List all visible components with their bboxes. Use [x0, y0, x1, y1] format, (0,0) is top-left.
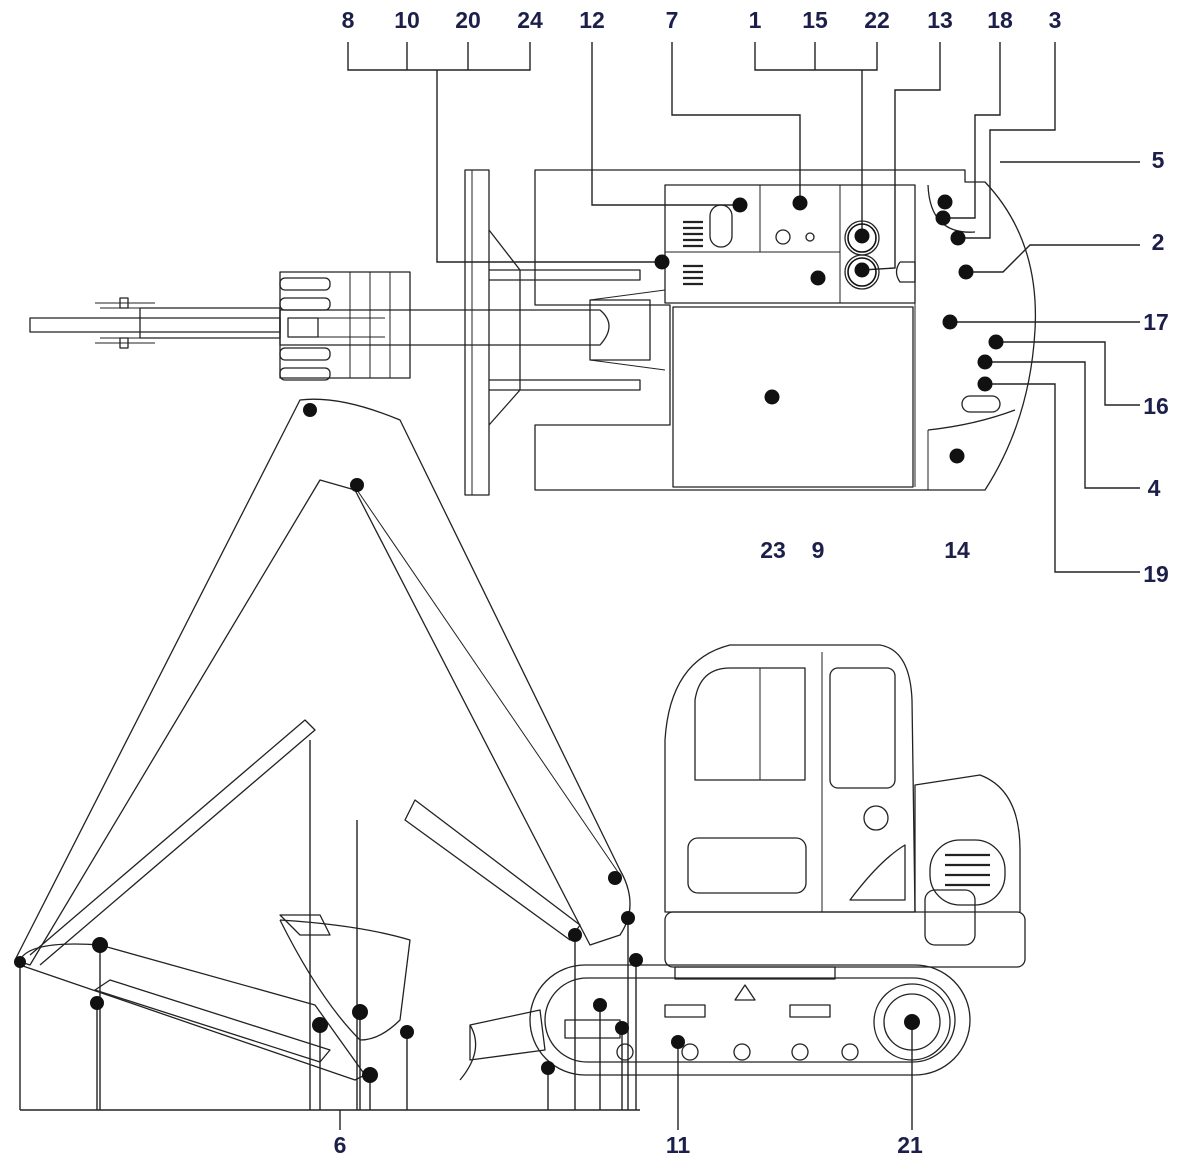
- label-7: 7: [666, 7, 679, 33]
- leader-1-15-22-bracket: [754, 42, 878, 71]
- lubrication-points: [14, 194, 1004, 1083]
- point-arm-head: [14, 956, 26, 968]
- point-bucket-b: [352, 1004, 368, 1020]
- leader-7: [671, 42, 801, 203]
- point-23: [764, 389, 780, 405]
- point-arm-pin: [92, 937, 108, 953]
- point-8: [654, 254, 670, 270]
- side-view-machine-outline: [14, 398, 1026, 1081]
- label-14: 14: [944, 537, 970, 563]
- point-arm-cyl: [90, 996, 104, 1010]
- label-13: 13: [927, 7, 953, 33]
- label-1: 1: [749, 7, 762, 33]
- part-number-labels: 8 10 20 24 12 7 1 15 22 13 18 3 5 2 17 1…: [334, 7, 1169, 1158]
- point-swing-b: [629, 953, 643, 967]
- leader-19: [985, 383, 1140, 573]
- label-8: 8: [342, 7, 355, 33]
- point-bucket-d: [362, 1067, 378, 1083]
- label-19: 19: [1143, 561, 1169, 587]
- point-17: [942, 314, 958, 330]
- point-19: [977, 376, 993, 392]
- leader-13: [861, 42, 941, 271]
- leader-8-group: [436, 70, 662, 263]
- label-4: 4: [1148, 475, 1161, 501]
- leader-lines: [19, 42, 1140, 1130]
- leader-18: [943, 42, 1001, 219]
- ring-22: [847, 223, 877, 253]
- label-9: 9: [812, 537, 825, 563]
- point-bucket-c: [400, 1025, 414, 1039]
- top-view-machine-outline: [29, 169, 1037, 496]
- point-21: [904, 1014, 920, 1030]
- point-boom-foot-b: [568, 928, 582, 942]
- label-18: 18: [987, 7, 1013, 33]
- label-23: 23: [760, 537, 786, 563]
- label-10: 10: [394, 7, 420, 33]
- label-15: 15: [802, 7, 828, 33]
- label-20: 20: [455, 7, 481, 33]
- point-track-a: [593, 998, 607, 1012]
- point-boom-foot-a: [608, 871, 622, 885]
- point-13: [854, 262, 870, 278]
- point-7: [792, 195, 808, 211]
- point-14: [949, 448, 965, 464]
- point-boom-top: [303, 403, 317, 417]
- point-bucket-a: [312, 1017, 328, 1033]
- ring-13: [847, 257, 877, 287]
- leader-8-10-20-24-bracket: [347, 42, 531, 71]
- point-4: [977, 354, 993, 370]
- label-2: 2: [1152, 229, 1165, 255]
- label-5: 5: [1152, 147, 1165, 173]
- point-swing-a: [621, 911, 635, 925]
- point-16: [988, 334, 1004, 350]
- point-9: [810, 270, 826, 286]
- leader-4: [985, 361, 1140, 489]
- point-track-front: [541, 1061, 555, 1075]
- point-22: [854, 228, 870, 244]
- label-6: 6: [334, 1132, 347, 1158]
- label-21: 21: [897, 1132, 923, 1158]
- point-18-a: [937, 194, 953, 210]
- point-track-b: [615, 1021, 629, 1035]
- point-18: [935, 210, 951, 226]
- point-3: [950, 230, 966, 246]
- point-2: [958, 264, 974, 280]
- label-24: 24: [517, 7, 543, 33]
- label-16: 16: [1143, 393, 1169, 419]
- label-3: 3: [1049, 7, 1062, 33]
- point-12: [732, 197, 748, 213]
- label-11: 11: [666, 1132, 691, 1158]
- point-11: [671, 1035, 685, 1049]
- leader-12: [591, 42, 740, 206]
- leader-2: [966, 244, 1140, 273]
- leader-16: [996, 341, 1140, 406]
- label-17: 17: [1143, 309, 1169, 335]
- label-12: 12: [579, 7, 605, 33]
- label-22: 22: [864, 7, 890, 33]
- point-boom-mid: [350, 478, 364, 492]
- leader-3: [958, 42, 1056, 239]
